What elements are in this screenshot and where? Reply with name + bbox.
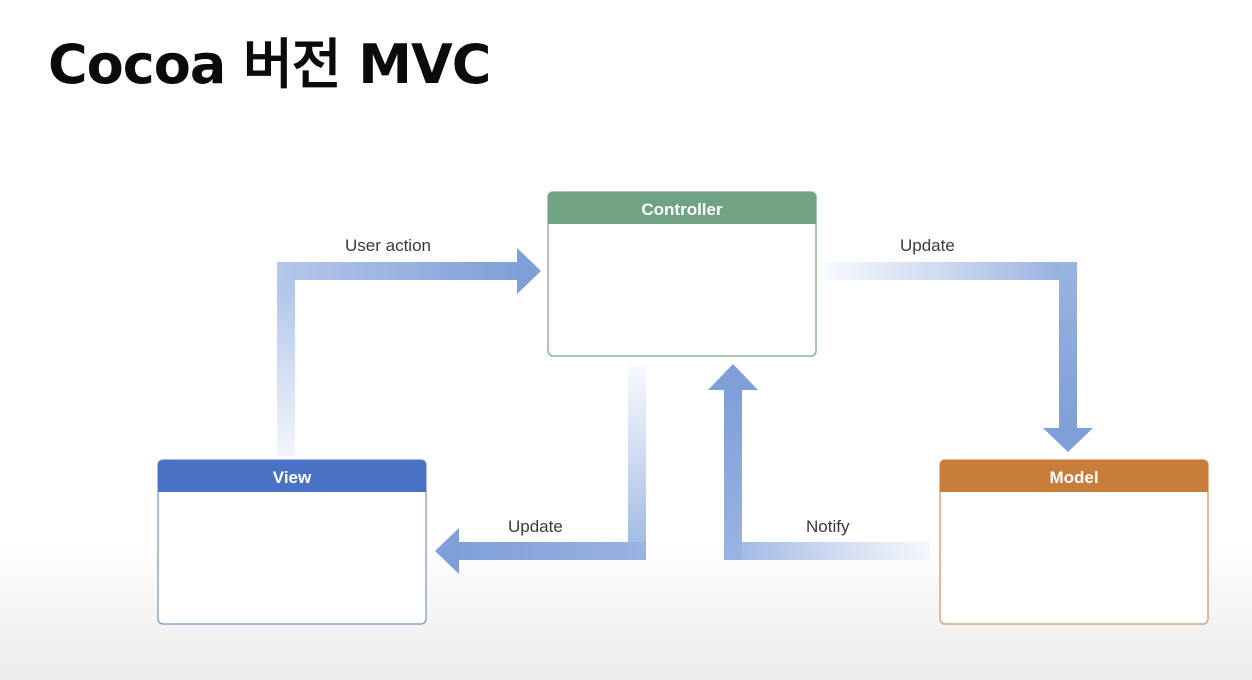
user-action-arrow <box>277 248 541 456</box>
model-box: Model <box>939 459 1209 625</box>
update-view-label: Update <box>508 517 563 536</box>
view-box: View <box>157 459 427 625</box>
update-model-label: Update <box>900 236 955 255</box>
user-action-label: User action <box>345 236 431 255</box>
controller-title: Controller <box>641 200 723 219</box>
controller-box: Controller <box>547 191 817 357</box>
model-title: Model <box>1049 468 1098 487</box>
update-view-arrow <box>435 366 646 574</box>
view-title: View <box>273 468 312 487</box>
update-model-arrow <box>825 262 1093 452</box>
notify-arrow <box>708 364 930 560</box>
slide-title: Cocoa 버전 MVC <box>48 33 491 96</box>
notify-label: Notify <box>806 517 850 536</box>
